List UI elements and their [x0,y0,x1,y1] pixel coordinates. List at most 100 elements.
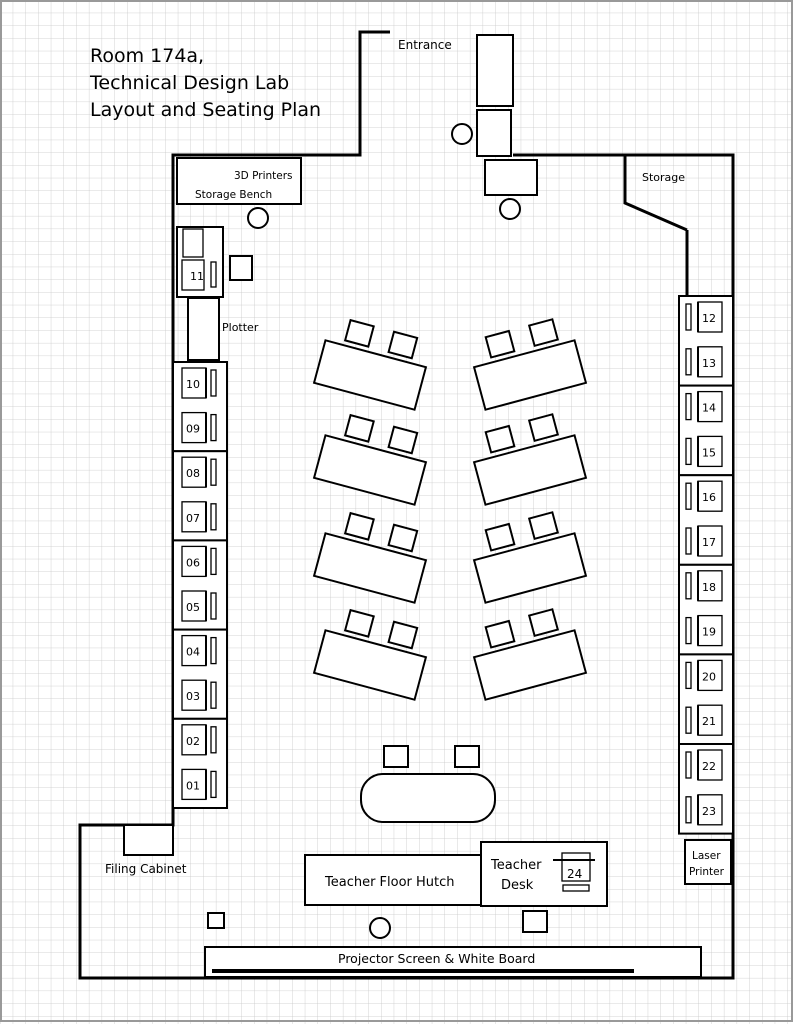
workstation-07: 07 [181,501,217,533]
station-number: 10 [186,378,200,391]
title-line: Layout and Seating Plan [90,99,321,121]
workstation-22: 22 [685,749,723,781]
chair [343,318,375,348]
station-number: 06 [186,556,200,569]
station-number: 24 [567,867,582,881]
stool [207,912,225,929]
storage-label: Storage [642,171,685,184]
hutch-label: Teacher Floor Hutch [324,875,455,890]
workstation-bench [678,295,734,387]
station-number: 14 [702,402,716,415]
student-desk [472,608,588,701]
chair [484,619,516,649]
projector-label: Projector Screen & White Board [338,951,535,966]
station-number: 11 [190,270,204,283]
chair [522,910,548,933]
station-number: 20 [702,670,716,683]
station-number: 02 [186,735,200,748]
chair [343,413,375,443]
station-24: 24 [553,852,595,892]
teacher-desk [480,841,608,907]
station-number: 13 [702,357,716,370]
chair [387,620,419,650]
workstation-06: 06 [181,545,217,578]
station-number: 04 [186,646,200,659]
workstation-14: 14 [685,390,723,423]
station-number: 07 [186,512,200,525]
chair [527,511,560,541]
station-number: 01 [186,779,200,792]
chair [484,424,516,454]
chair [527,318,560,348]
filing-cabinet-label: Filing Cabinet [105,862,187,876]
workstation-21: 21 [685,704,723,736]
center-table [360,745,496,823]
teacher-floor-hutch [304,854,482,906]
workstation-17: 17 [685,525,723,557]
workstation-18: 18 [685,570,723,602]
station-number: 19 [702,626,716,639]
station-number: 15 [702,446,716,459]
student-desk [312,608,428,701]
title: Room 174a, Technical Design Lab Layout a… [89,45,321,121]
chair [484,522,516,552]
workstation-bench [172,539,228,631]
workstation-01: 01 [181,768,217,801]
workstation-bench [172,628,228,720]
student-desk [472,318,588,411]
chair [387,523,419,553]
station-number: 03 [186,690,200,703]
student-desk [312,413,428,506]
chair [387,330,419,360]
workstation-03: 03 [181,679,217,711]
entrance-furniture [451,34,538,220]
workstation-bench [172,361,228,453]
chair [343,511,375,541]
chair [527,413,560,443]
workstation-bench [678,384,734,477]
workstation-13: 13 [685,346,723,378]
student-desk [472,413,588,506]
right-workstations: 12 13 14 15 16 17 18 19 20 21 22 23 [678,295,734,835]
station-11: 11 [176,226,253,298]
station-number: 18 [702,581,716,594]
workstation-23: 23 [685,794,723,826]
workstation-05: 05 [181,590,217,622]
workstation-20: 20 [685,659,723,692]
workstation-08: 08 [181,456,217,488]
student-desks [312,318,588,701]
student-desk [472,511,588,604]
laser-printer [684,839,732,885]
station-number: 21 [702,715,716,728]
student-desk [312,511,428,604]
storage-bench-label: Storage Bench [195,189,272,201]
workstation-bench [172,450,228,542]
title-line: Technical Design Lab [89,72,289,94]
student-desk [312,318,428,411]
filing-cabinet [123,824,174,856]
station-number: 12 [702,312,716,325]
workstation-bench [678,653,734,746]
plotter [187,297,220,361]
laser-printer-label: Printer [689,866,725,878]
storage-area [623,155,688,232]
chair [527,608,560,638]
chair [343,608,375,638]
workstation-bench [678,563,734,656]
station-number: 17 [702,536,716,549]
workstation-04: 04 [181,634,217,667]
workstation-15: 15 [685,435,723,468]
workstation-02: 02 [181,724,217,756]
station-number: 22 [702,760,716,773]
station-number: 16 [702,491,716,504]
stool [369,917,391,939]
workstation-16: 16 [685,480,723,512]
station-number: 05 [186,601,200,614]
workstation-bench [678,474,734,566]
storage-bench [176,157,302,205]
title-line: Room 174a, [90,45,204,67]
teacher-desk-label: Desk [501,878,534,893]
stool [247,207,269,229]
